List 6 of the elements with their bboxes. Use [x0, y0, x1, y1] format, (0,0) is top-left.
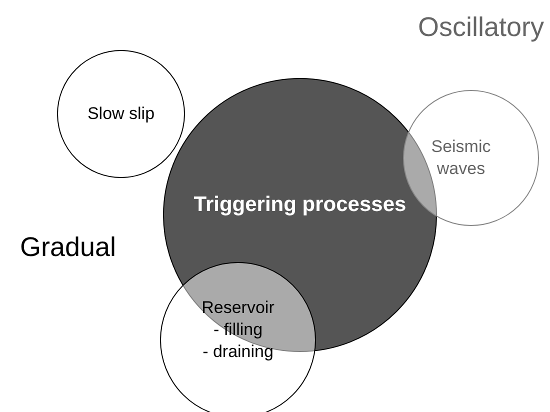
node-label: Triggering processes	[194, 192, 406, 218]
node-label: Seismic waves	[430, 136, 492, 180]
category-label: Gradual	[20, 232, 116, 263]
node-label: Reservoir - filling - draining	[202, 296, 274, 364]
category-label: Oscillatory	[418, 12, 544, 43]
node-label: Slow slip	[87, 102, 155, 125]
